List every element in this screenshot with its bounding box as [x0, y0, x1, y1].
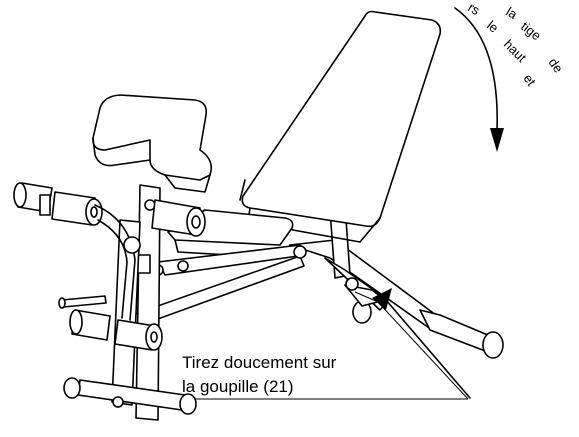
curved-arrow-icon: [454, 7, 504, 152]
rear-support-legs: [289, 204, 504, 359]
leg-rollers: [13, 182, 206, 351]
front-foot-cap-left: [63, 377, 81, 399]
arc-word-7: et: [521, 71, 540, 89]
pin-arrow: [372, 288, 471, 399]
front-foot-cap-right: [179, 393, 197, 415]
arc-word-2: tige: [518, 19, 544, 44]
leg-extension-arm: [58, 204, 141, 321]
arc-word-5: le: [484, 18, 501, 36]
arc-word-1: la: [503, 4, 520, 22]
callout-leader: [195, 299, 469, 400]
back-pad: [239, 10, 442, 243]
arc-instruction-text: la tige de rs le haut et: [466, 0, 567, 89]
main-frame: [117, 244, 307, 333]
rear-foot-cap: [482, 331, 504, 359]
arc-word-4: rs: [466, 0, 483, 18]
arc-word-6: haut: [501, 37, 530, 66]
preacher-pad: [92, 94, 213, 193]
callout-line-2: la goupille (21): [182, 377, 294, 396]
front-leg-frame: [63, 219, 197, 415]
arc-word-3: de: [546, 55, 567, 75]
callout-line-1: Tirez doucement sur: [182, 353, 337, 372]
